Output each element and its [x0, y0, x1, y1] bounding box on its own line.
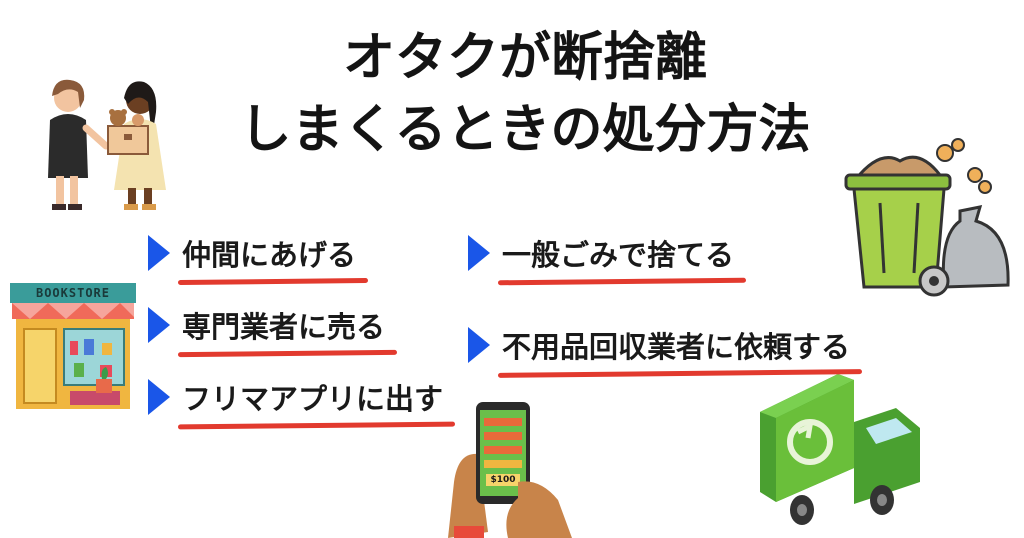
method-item-sell-to-specialist: 専門業者に売る	[148, 304, 385, 346]
method-item-give-to-friends: 仲間にあげる	[148, 232, 356, 274]
trash-bin-illustration	[844, 138, 1010, 297]
arrow-icon	[468, 327, 490, 363]
method-item-junk-removal-service: 不用品回収業者に依頼する	[468, 324, 850, 366]
method-label: 専門業者に売る	[182, 304, 385, 346]
method-item-general-garbage: 一般ごみで捨てる	[468, 232, 734, 274]
recycling-truck-illustration	[760, 374, 920, 525]
arrow-icon	[148, 235, 170, 271]
method-label: 仲間にあげる	[182, 232, 356, 274]
arrow-icon	[148, 379, 170, 415]
arrow-icon	[148, 307, 170, 343]
smartphone-hand-illustration: $100	[448, 402, 578, 538]
title-line-2: しまくるときの処分方法	[239, 100, 811, 160]
title-line-1: オタクが断捨離	[342, 28, 707, 88]
method-label: 不用品回収業者に依頼する	[502, 324, 850, 366]
method-item-flea-market-app: フリマアプリに出す	[148, 376, 443, 418]
bookstore-illustration: BOOKSTORE	[10, 283, 136, 413]
phone-price-label: $100	[490, 475, 516, 485]
method-label: 一般ごみで捨てる	[502, 232, 734, 274]
people-giving-illustration	[48, 79, 166, 210]
method-label: フリマアプリに出す	[182, 376, 443, 418]
arrow-icon	[468, 235, 490, 271]
bookstore-sign: BOOKSTORE	[35, 286, 111, 300]
